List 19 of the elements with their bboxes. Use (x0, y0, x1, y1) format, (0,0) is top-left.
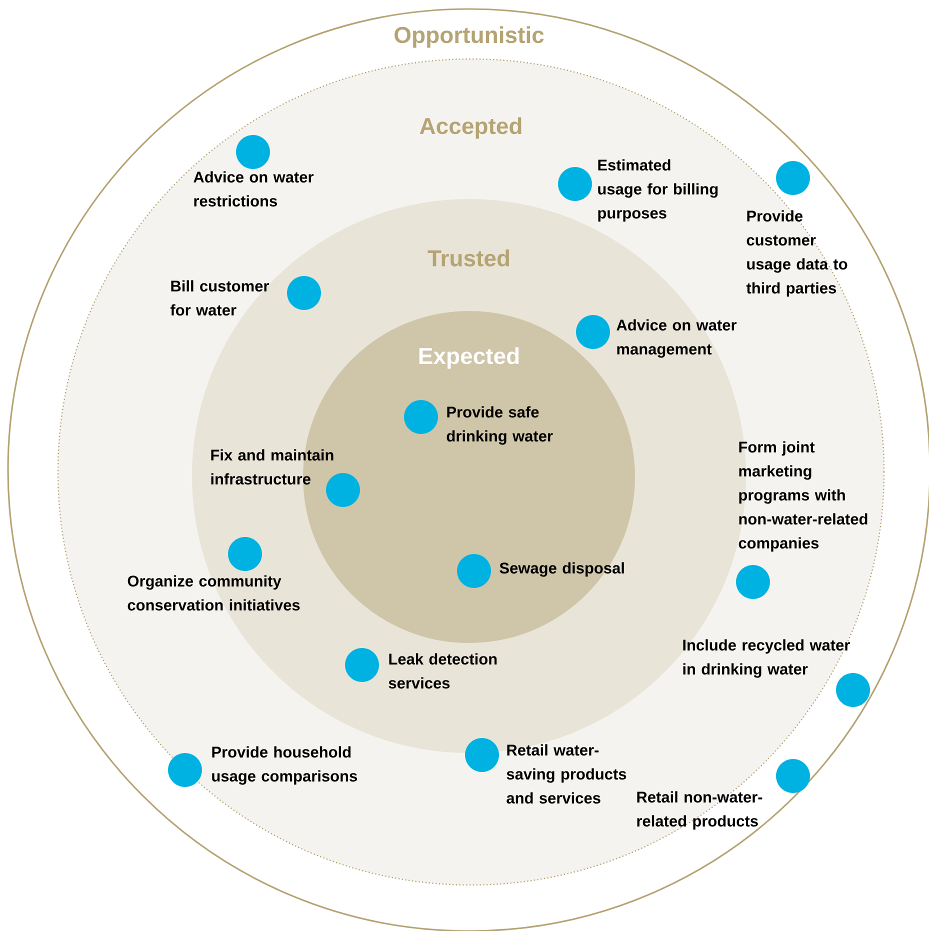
ring-label: Opportunistic (394, 26, 544, 48)
item-label: Fix and maintain infrastructure (211, 449, 334, 485)
item-label: Include recycled water in drinking water (683, 639, 850, 678)
ring-label: Expected (419, 347, 519, 369)
item-label: Provide safe drinking water (446, 406, 553, 445)
item-label: Estimated usage for billing purposes (598, 159, 718, 222)
ring-label: Accepted (420, 117, 522, 139)
item-label: Advice on water management (616, 319, 737, 358)
item-label: Leak detection services (388, 653, 497, 689)
item-label: Organize community conservation initiatives (128, 575, 300, 611)
item-label: Bill customer for water (170, 280, 270, 316)
item-label: Retail non-water-related products (637, 791, 762, 830)
item-label: Advice on water restrictions (194, 171, 314, 207)
item-label: Retail water-saving products and services (506, 744, 626, 804)
item-label: Form joint marketing programs with non-water-related companies (738, 441, 868, 552)
item-label: Provide household usage comparisons (212, 746, 357, 785)
item-label: Provide customer usage data to third parties (746, 210, 848, 297)
ring-label: Trusted (428, 250, 510, 266)
item-label: Sewage disposal (500, 562, 624, 577)
